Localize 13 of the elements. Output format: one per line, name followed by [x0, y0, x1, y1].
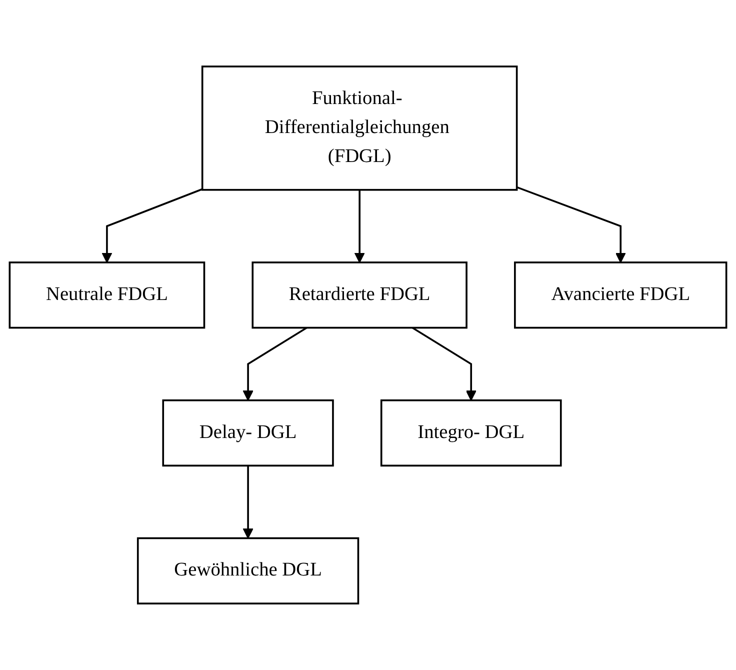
node-box: Retardierte FDGL: [252, 262, 468, 329]
arrow: [354, 190, 365, 263]
arrow: [242, 466, 254, 539]
node-box: Neutrale FDGL: [8, 262, 206, 329]
node-box: Gewöhnliche DGL: [136, 537, 360, 604]
arrow: [412, 326, 476, 401]
node-box: Avancierte FDGL: [514, 262, 728, 329]
arrow: [102, 188, 203, 263]
node-box: Funktional- Differentialgleichungen (FDGL): [201, 66, 518, 191]
arrow: [516, 186, 626, 263]
node-box: Delay- DGL: [162, 399, 334, 467]
arrow: [242, 326, 308, 401]
node-box: Integro- DGL: [380, 399, 562, 467]
